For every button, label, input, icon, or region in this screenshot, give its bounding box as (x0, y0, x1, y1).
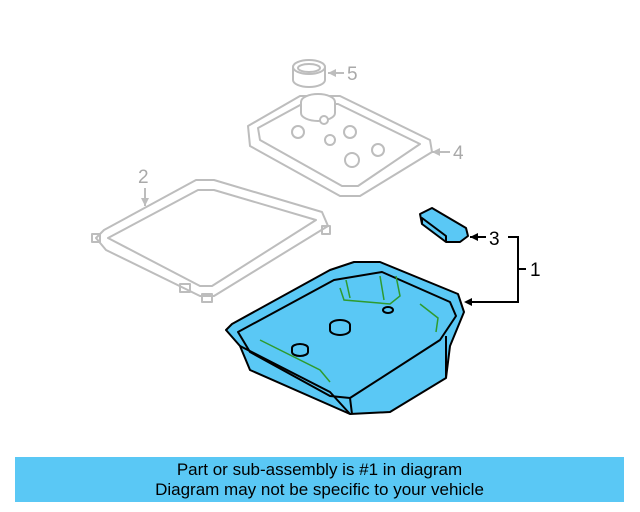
part-2-gasket (91, 179, 331, 303)
callout-4-label: 4 (453, 143, 464, 164)
part-4-filter (247, 93, 433, 197)
callout-5-label: 5 (347, 64, 358, 85)
callout-3-arrowhead (470, 233, 478, 241)
banner-line-2: Diagram may not be specific to your vehi… (155, 480, 484, 499)
part-5-seal-ring (292, 59, 326, 88)
callout-1-arrowhead (464, 298, 472, 306)
part-1-pan-interior (259, 275, 439, 383)
part-1-drain-plugs (291, 306, 394, 357)
part-1-oil-pan (225, 261, 465, 415)
callout-5-arrowhead (328, 69, 336, 77)
callout-4-arrowhead (432, 148, 440, 156)
callout-1-label: 1 (530, 260, 541, 281)
banner-line-1: Part or sub-assembly is #1 in diagram (176, 460, 463, 479)
callout-1-bracket (466, 236, 526, 303)
info-banner: Part or sub-assembly is #1 in diagram Di… (15, 457, 624, 502)
callout-3-label: 3 (489, 229, 500, 250)
callout-2-arrowhead (141, 198, 149, 206)
callout-2-label: 2 (138, 167, 149, 188)
part-3-magnet (419, 207, 469, 243)
parts-diagram: 5 4 2 3 (91, 59, 541, 415)
